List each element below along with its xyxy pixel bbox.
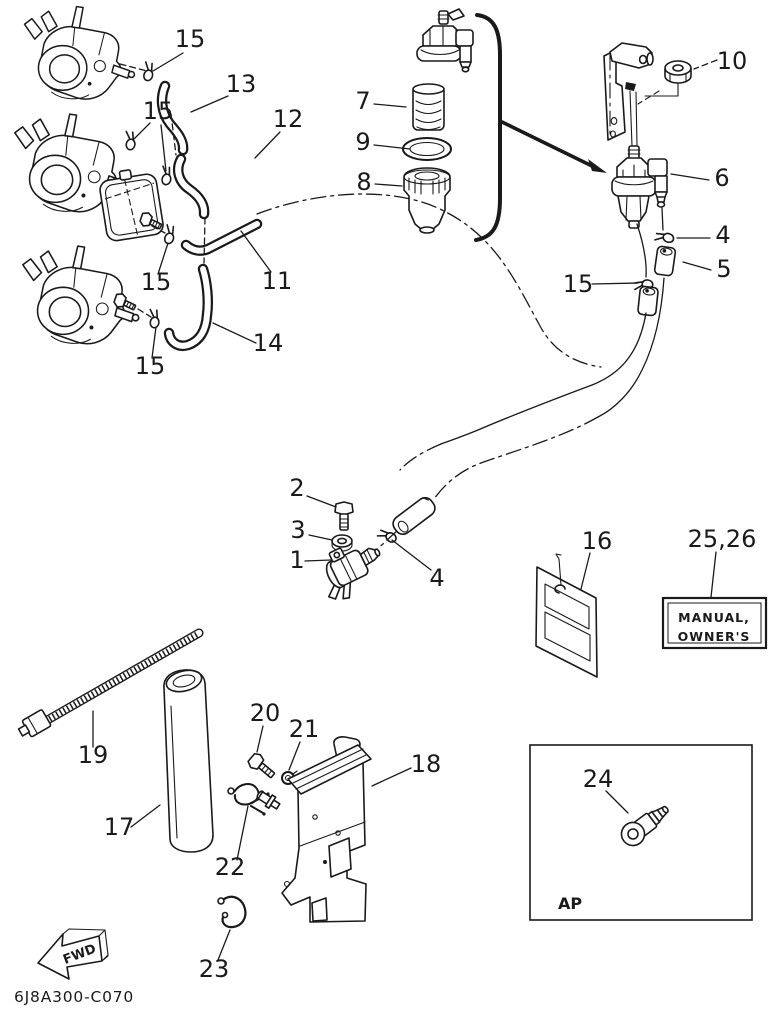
fuel-line-joints-right [637,245,677,317]
protector-tube-17 [163,669,214,853]
carburetor-1 [23,5,136,100]
callout-3: 3 [290,516,305,544]
warning-tag-16 [535,553,598,678]
fuel-joint-group [325,496,436,600]
stud-fitting [256,790,281,810]
bracket-18 [281,736,372,923]
bolt-20 [247,752,276,779]
callout-24: 24 [583,765,614,793]
filter-mount-bracket [603,42,692,147]
callout-1: 1 [289,546,304,574]
clip-23 [217,895,247,929]
clamp-15-d [146,308,162,330]
hose-piece [392,496,436,536]
callouts: 15 13 15 12 7 9 8 10 6 4 5 15 11 14 15 1… [78,25,757,983]
joint-5 [653,245,677,277]
fitting-24 [620,805,669,847]
callout-16: 16 [582,527,613,555]
callout-4-right: 4 [715,221,730,249]
fuel-hoses [119,63,257,346]
clip-4-right [653,228,676,247]
nut-10 [664,60,692,84]
callout-9: 9 [355,128,370,156]
ap-label: AP [558,894,582,913]
o-ring-9 [402,137,452,161]
callout-15-second: 15 [143,97,174,125]
callout-13: 13 [226,70,257,98]
callout-2: 2 [289,474,304,502]
callout-6: 6 [714,164,729,192]
clamp-15-c [160,223,179,246]
callout-17: 17 [104,813,135,841]
assembly-arrow-icon [588,159,607,173]
clamp-15-b1 [122,130,138,152]
fuel-filter-assembly-6 [611,145,668,278]
callout-21: 21 [289,715,320,743]
callout-14: 14 [253,329,284,357]
callout-22: 22 [215,853,246,881]
callout-15-d: 15 [135,352,166,380]
bracket-18-group [217,736,372,929]
callout-23: 23 [199,955,230,983]
callout-5: 5 [716,255,731,283]
callout-7: 7 [355,87,370,115]
callout-4-center: 4 [429,564,444,592]
clamp-15-a [139,60,157,83]
fuel-filter-exploded [402,8,607,242]
joint-lower [637,285,659,317]
manual-label-line2: OWNER'S [678,629,751,644]
group-bracket-curve [474,13,502,242]
alignment-dashes [119,63,206,318]
callout-25-26: 25,26 [688,525,757,553]
callout-19: 19 [78,741,109,769]
callout-12: 12 [273,105,304,133]
callout-15-top: 15 [175,25,206,53]
callout-10: 10 [717,47,748,75]
callout-8: 8 [356,168,371,196]
owners-manual-box: MANUAL, OWNER'S [661,596,768,650]
diagram-code: 6J8A300-C070 [14,988,134,1006]
filter-cup-8 [403,167,451,230]
ap-inset-box: AP [529,744,753,921]
callout-15-right: 15 [563,270,594,298]
bolt-2 [334,501,354,531]
washer-3 [331,534,353,552]
fuel-line-curves [256,193,665,553]
callout-18: 18 [411,750,442,778]
fwd-arrow: FWD [37,928,109,980]
manual-label-line1: MANUAL, [678,610,750,625]
carburetor-bank [14,5,165,345]
callout-20: 20 [250,699,281,727]
cable-tie-19 [17,628,204,738]
fuel-connector-1 [325,547,381,600]
callout-11: 11 [262,267,293,295]
callout-15-c: 15 [141,268,172,296]
